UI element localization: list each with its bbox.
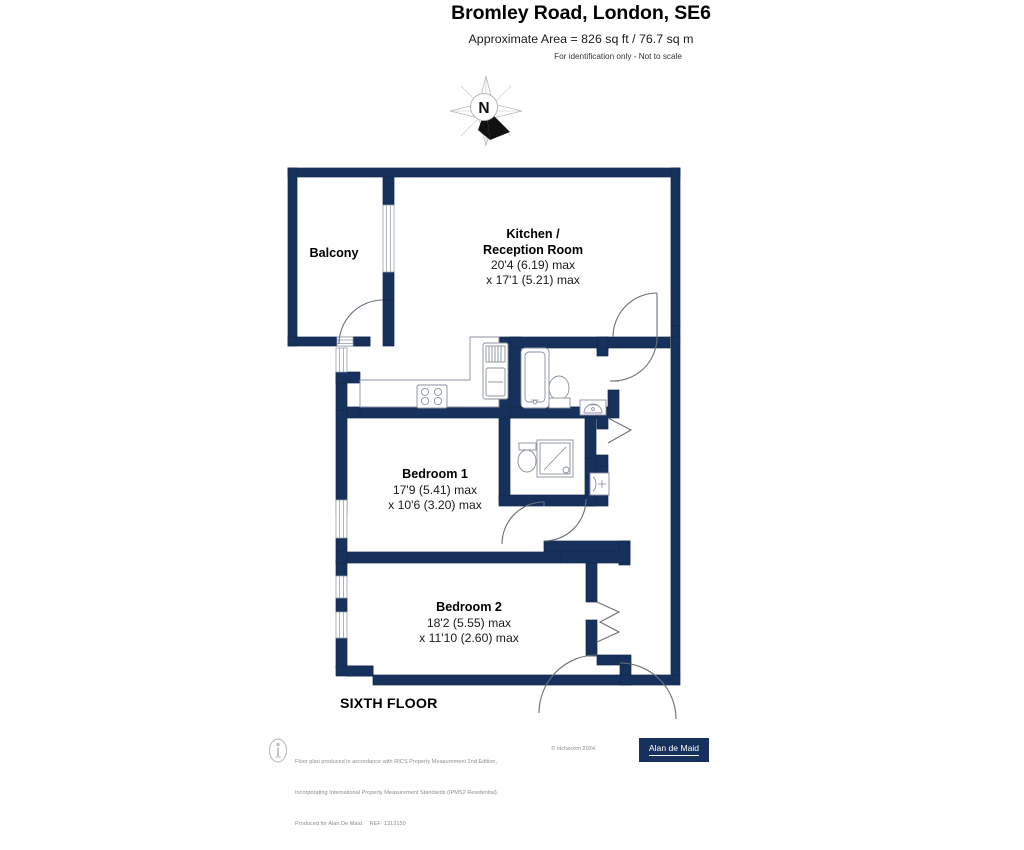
room-dimension-kitchen-2: x 17'1 (5.21) max bbox=[486, 273, 580, 288]
room-name-kitchen-line2: Reception Room bbox=[482, 242, 584, 257]
fridge-freezer-icon bbox=[482, 342, 509, 400]
room-name-balcony: Balcony bbox=[309, 246, 359, 260]
footer-line-3: Produced for Alan De Maid. REF: 1313150 bbox=[295, 820, 406, 827]
room-dimension-kitchen-1: 20'4 (6.19) max bbox=[490, 258, 576, 273]
info-person-icon bbox=[268, 738, 288, 763]
room-label-bedroom-2: Bedroom 2 18'2 (5.55) max x 11'10 (2.60)… bbox=[391, 600, 547, 646]
disclaimer-text: For identification only - Not to scale bbox=[554, 52, 682, 61]
room-name-bedroom-2: Bedroom 2 bbox=[436, 600, 502, 614]
shower-room-fixtures bbox=[517, 439, 610, 496]
compass-north-label: N bbox=[478, 100, 489, 117]
room-dimension-bedroom-2-2: x 11'10 (2.60) max bbox=[419, 630, 519, 645]
floor-level-label: SIXTH FLOOR bbox=[340, 696, 438, 712]
room-label-kitchen: Kitchen / Reception Room 20'4 (6.19) max… bbox=[440, 227, 626, 288]
footer-line-1: Floor plan produced in accordance with R… bbox=[295, 758, 498, 765]
wash-basin-icon-shower-room bbox=[589, 472, 610, 496]
room-label-bedroom-1: Bedroom 1 17'9 (5.41) max x 10'6 (3.20) … bbox=[357, 467, 513, 513]
room-name-kitchen-line1: Kitchen / bbox=[506, 227, 560, 241]
page-title: Bromley Road, London, SE6 bbox=[451, 2, 711, 24]
approximate-area-text: Approximate Area = 826 sq ft / 76.7 sq m bbox=[468, 32, 694, 46]
bathtub-icon bbox=[520, 347, 550, 409]
room-name-bedroom-1: Bedroom 1 bbox=[402, 467, 468, 481]
bathroom-fixtures bbox=[520, 347, 607, 416]
hob-4-burner-icon bbox=[416, 384, 448, 409]
room-dimension-bedroom-1-2: x 10'6 (3.20) max bbox=[388, 497, 482, 512]
toilet-icon-bathroom bbox=[548, 375, 571, 409]
room-dimension-bedroom-2-1: 18'2 (5.55) max bbox=[426, 615, 512, 630]
toilet-icon-shower-room bbox=[517, 442, 537, 473]
window-group bbox=[335, 204, 395, 639]
brand-logo[interactable]: Alan de Maid bbox=[639, 738, 709, 762]
compass-rose-icon: N bbox=[448, 74, 524, 148]
room-dimension-bedroom-1-1: 17'9 (5.41) max bbox=[392, 482, 478, 497]
shower-enclosure-icon bbox=[536, 439, 574, 478]
plan-header: Bromley Road, London, SE6 Approximate Ar… bbox=[0, 0, 1024, 61]
wash-basin-icon-bathroom bbox=[579, 399, 607, 416]
brand-logo-text: Alan de Maid bbox=[648, 743, 700, 756]
copyright-text: © ntchecom 2024. bbox=[551, 745, 597, 752]
footer-disclaimer: Floor plan produced in accordance with R… bbox=[295, 736, 498, 850]
footer-line-2: Incorporating International Property Mea… bbox=[295, 789, 499, 796]
room-label-balcony: Balcony bbox=[258, 246, 410, 262]
kitchen-fixtures bbox=[359, 336, 509, 409]
